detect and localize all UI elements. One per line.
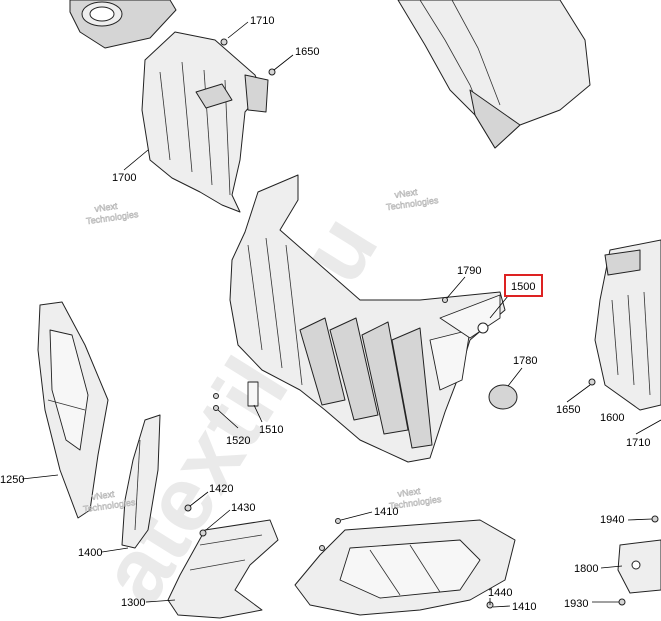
leader-lines	[21, 21, 661, 608]
callout-1420: 1420	[209, 483, 233, 495]
callout-1250: 1250	[0, 474, 24, 486]
top-right-partial-cover	[397, 0, 591, 149]
fastener-1520-top	[213, 393, 219, 399]
callout-1710-right: 1710	[626, 437, 650, 449]
part-1300-lower-panel	[167, 519, 279, 619]
top-left-partial-part	[69, 0, 177, 49]
fastener-1430	[199, 529, 207, 537]
fastener-1410	[335, 518, 341, 524]
watermark-left-line2: Technologies	[86, 209, 140, 226]
part-1250-side-panel	[37, 301, 109, 519]
callout-1650-top: 1650	[295, 46, 319, 58]
part-1800-corner-piece	[617, 539, 661, 594]
watermark-right: vNext Technologies	[385, 187, 440, 213]
highlight-box-1500	[504, 274, 543, 297]
callout-1400: 1400	[78, 547, 102, 559]
part-1500-center-panel	[229, 174, 506, 463]
callout-1930: 1930	[564, 598, 588, 610]
watermark-lower-left: vNext Technologies	[82, 489, 137, 515]
part-1410-lower-center	[294, 519, 516, 616]
fastener-1930	[618, 598, 626, 606]
callout-1600: 1600	[600, 412, 624, 424]
fastener-1410b	[319, 545, 325, 551]
callout-1410-top: 1410	[374, 506, 398, 518]
fastener-1790	[442, 297, 448, 303]
callout-1780: 1780	[513, 355, 537, 367]
part-1700-bracket	[141, 31, 269, 213]
callout-1410-bottom: 1410	[512, 601, 536, 613]
watermark-left-line1: vNext	[94, 201, 119, 214]
callout-1940: 1940	[600, 514, 624, 526]
callout-labels: 1710 1650 1700 1790 1500 1780 1650 1600 …	[0, 15, 650, 613]
bracket-1510	[247, 381, 259, 407]
callout-1440: 1440	[488, 587, 512, 599]
part-1600-right-assembly	[594, 239, 661, 411]
part-1780-plug	[488, 384, 518, 410]
callout-1700: 1700	[112, 172, 136, 184]
fastener-1420	[184, 504, 192, 512]
part-1400-narrow-panel	[121, 414, 161, 549]
callout-1510: 1510	[259, 424, 283, 436]
watermark-lower-left-line1: vNext	[91, 489, 116, 502]
fastener-1940	[651, 515, 659, 523]
fasteners	[184, 38, 659, 609]
callout-1790: 1790	[457, 265, 481, 277]
fastener-1520-bottom	[213, 405, 219, 411]
watermark-left: vNext Technologies	[85, 201, 140, 227]
watermark-lower-right-line1: vNext	[397, 486, 422, 499]
callout-1800: 1800	[574, 563, 598, 575]
callout-1650-right: 1650	[556, 404, 580, 416]
fastener-1650b	[588, 378, 596, 386]
fastener-1710	[220, 38, 228, 46]
watermark-right-line2: Technologies	[386, 195, 440, 212]
callout-1710: 1710	[250, 15, 274, 27]
callout-1430: 1430	[231, 502, 255, 514]
callout-1520: 1520	[226, 435, 250, 447]
callout-1300: 1300	[121, 597, 145, 609]
fastener-1650	[268, 68, 276, 76]
watermark-right-line1: vNext	[394, 187, 419, 200]
callout-1500: 1500	[511, 281, 535, 293]
